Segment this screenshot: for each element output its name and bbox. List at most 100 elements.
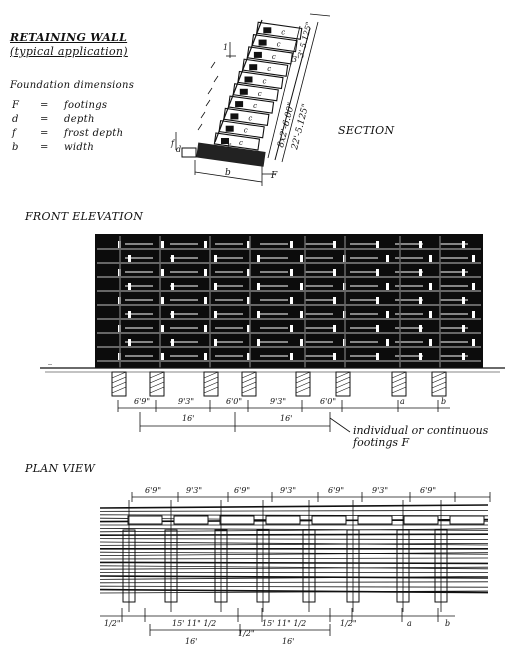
section-block-letter: c — [244, 127, 248, 135]
elevation-stud — [247, 325, 250, 332]
elevation-footing-hatch — [295, 381, 311, 389]
elevation-footing-hatch — [149, 381, 165, 389]
elevation-stud — [257, 339, 260, 346]
legend-symbol: b — [12, 142, 19, 153]
elevation-stud — [333, 353, 336, 360]
elevation-stud — [386, 311, 389, 318]
elevation-note-line2: footings F — [352, 436, 410, 449]
plan-bottom-label: 1/2" — [104, 619, 121, 628]
plan-span-label: 16' — [185, 637, 197, 646]
section-block-core — [253, 51, 262, 58]
section-block-letter: c — [277, 41, 281, 49]
plan-course-line — [99, 585, 489, 588]
plan-course-line — [99, 509, 489, 512]
section-block-core — [230, 113, 239, 120]
legend-equals: = — [40, 114, 49, 125]
elevation-footing — [295, 371, 311, 397]
plan-bottom-label: 15' 11" 1/2 — [172, 619, 216, 628]
section-block — [227, 95, 275, 114]
plan-course-line — [99, 504, 489, 509]
elevation-ground-right: -- — [468, 361, 472, 368]
plan-slot — [311, 515, 347, 525]
elevation-footing-hatch — [335, 371, 351, 379]
section-foot-d: d — [176, 145, 181, 154]
elevation-stud — [247, 297, 250, 304]
elevation-stud — [472, 339, 475, 346]
section-block-letter: c — [272, 53, 276, 61]
section-block-letter: c — [258, 90, 262, 98]
section-dim-small: 3' — [292, 55, 299, 64]
elevation-footing — [241, 371, 257, 397]
section-block-core — [239, 88, 248, 95]
elevation-ground-left: -- — [48, 361, 52, 368]
legend-symbol: f — [12, 128, 17, 139]
section-mark-r: r — [227, 141, 232, 150]
elevation-stud — [472, 255, 475, 262]
elevation-stud — [257, 311, 260, 318]
drawing-subtitle: (typical application) — [10, 45, 128, 58]
plan-view-label: PLAN VIEW — [25, 462, 96, 475]
section-dim-line — [267, 25, 301, 159]
elevation-footing-hatch — [295, 371, 311, 379]
elevation-stud — [429, 255, 432, 262]
elevation-footing-hatch — [391, 371, 407, 379]
elevation-footing-hatch — [431, 371, 447, 379]
section-block-core — [258, 39, 267, 46]
plan-slot — [403, 515, 439, 525]
section-block — [218, 120, 265, 139]
legend-symbol: d — [12, 114, 19, 125]
plan-course-line — [99, 538, 489, 540]
plan-span-label: 16' — [282, 637, 294, 646]
drawing-title: RETAINING WALL — [10, 31, 128, 44]
section-block-letter: c — [281, 28, 285, 36]
elevation-stud — [290, 269, 293, 276]
elevation-footing-hatch — [111, 371, 127, 379]
elevation-footing-hatch — [295, 386, 311, 394]
legend-equals: = — [40, 100, 49, 111]
elevation-footing-hatch — [335, 386, 351, 394]
section-block — [213, 132, 261, 151]
elevation-footing-hatch — [391, 376, 407, 384]
elevation-stud — [300, 311, 303, 318]
section-dim-tick — [309, 13, 331, 17]
section-foot-f: f — [170, 139, 176, 148]
plan-course-line — [99, 581, 489, 584]
plan-course-line — [99, 557, 489, 560]
section-soil-hatch — [197, 61, 219, 131]
section-block-core — [249, 64, 258, 71]
elevation-leader-line — [329, 417, 351, 433]
section-footing-toe — [181, 147, 197, 158]
legend-description: frost depth — [64, 128, 124, 139]
elevation-footing-hatch — [335, 381, 351, 389]
elevation-bay-label: 6'0" — [320, 397, 336, 406]
section-block-core — [244, 76, 253, 83]
plan-top-label: 6'9" — [234, 486, 250, 495]
elevation-footing — [149, 371, 165, 397]
elevation-stud — [290, 297, 293, 304]
section-block-core — [225, 125, 234, 132]
elevation-stud — [429, 283, 432, 290]
elevation-footing-hatch — [111, 386, 127, 394]
section-face-line — [274, 27, 311, 161]
elevation-stud — [386, 339, 389, 346]
elevation-footing-hatch — [241, 371, 257, 379]
section-foot-b: b — [225, 168, 231, 178]
elevation-span-label: 16' — [182, 414, 194, 423]
elevation-stud — [247, 353, 250, 360]
elevation-stud — [300, 339, 303, 346]
plan-dim-b: b — [445, 619, 450, 628]
section-block-letter: c — [263, 78, 267, 86]
elevation-stud — [333, 325, 336, 332]
section-block-core — [221, 138, 229, 144]
legend-equals: = — [40, 128, 49, 139]
elevation-stud — [333, 269, 336, 276]
elevation-stud — [204, 325, 207, 332]
section-block-letter: c — [239, 139, 243, 147]
section-block-letter: c — [267, 65, 271, 73]
plan-posts — [122, 500, 448, 612]
elevation-footing-hatch — [241, 381, 257, 389]
elevation-stud — [204, 241, 207, 248]
section-mark-one: 1 — [223, 43, 228, 52]
